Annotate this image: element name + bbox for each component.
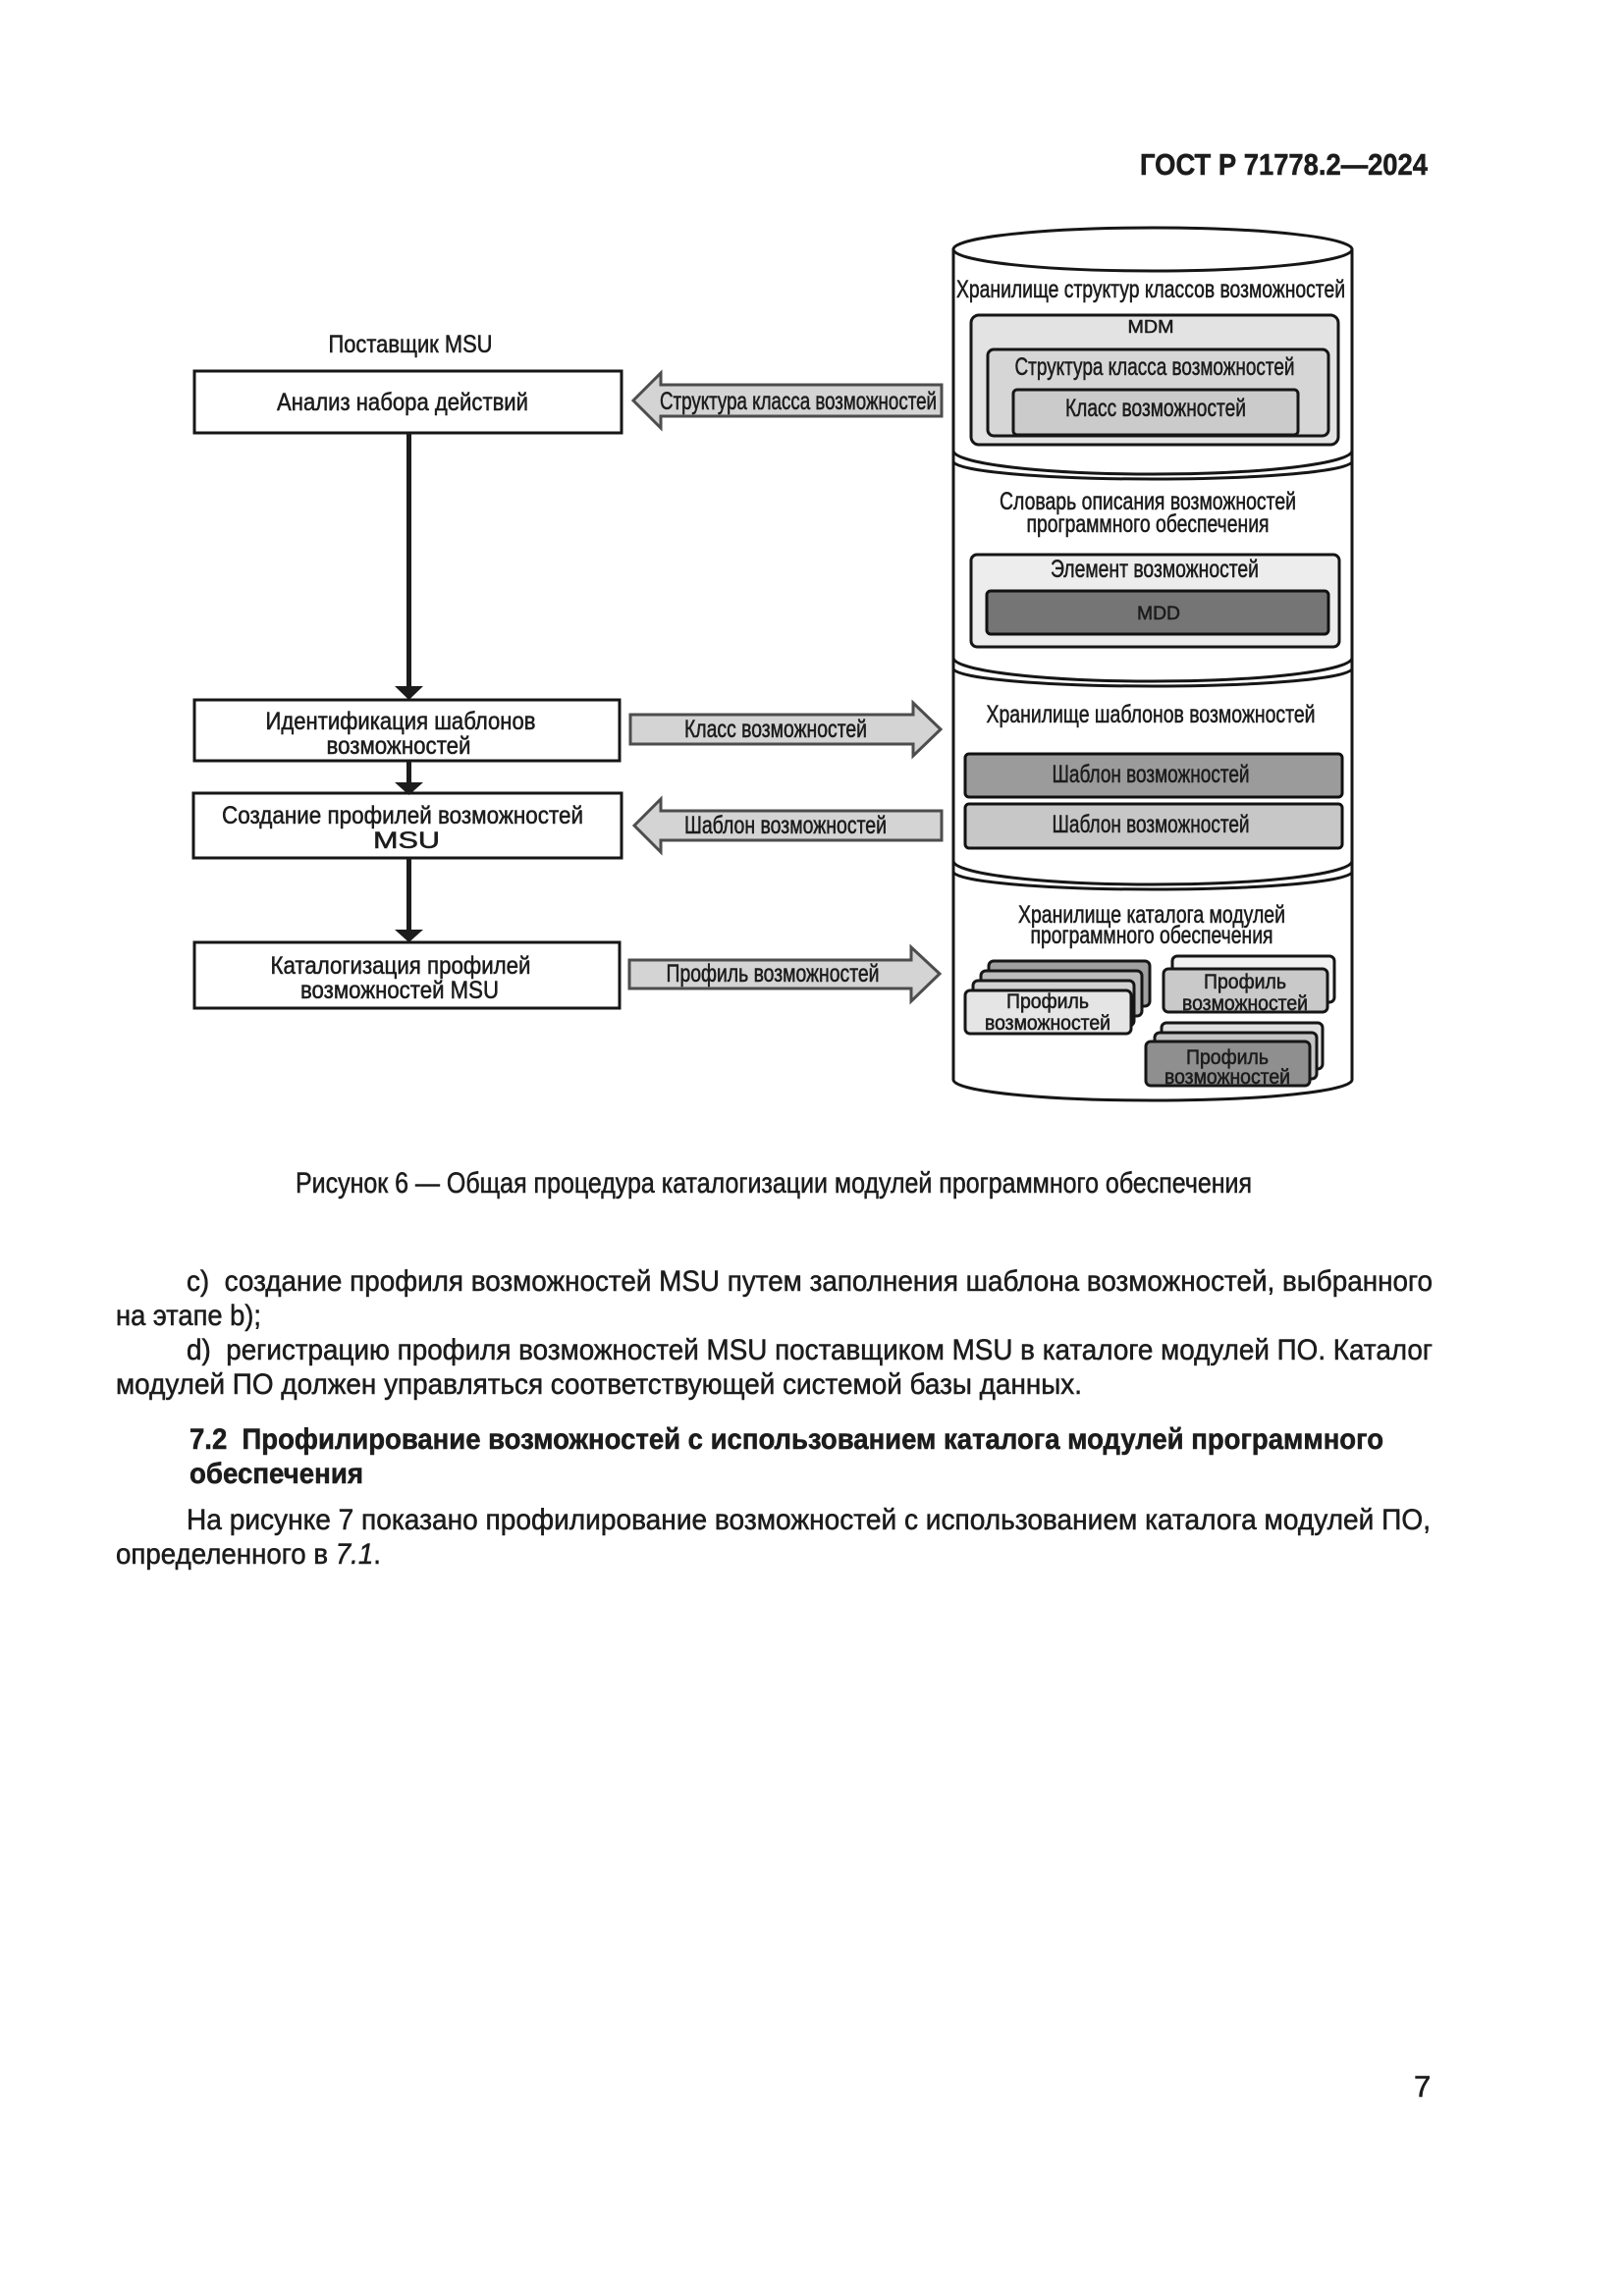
svg-text:определенного в 7.1.: определенного в 7.1.: [116, 1538, 381, 1571]
svg-text:Шаблон возможностей: Шаблон возможностей: [1053, 811, 1250, 838]
svg-text:Шаблон возможностей: Шаблон возможностей: [1053, 761, 1250, 788]
svg-text:Шаблон возможностей: Шаблон возможностей: [684, 812, 887, 839]
svg-text:возможностей: возможностей: [327, 732, 471, 760]
svg-text:Анализ набора действий: Анализ набора действий: [277, 389, 528, 416]
svg-text:Класс возможностей: Класс возможностей: [1065, 395, 1246, 422]
svg-text:7.2 Профилирование возможност: 7.2 Профилирование возможностей с исполь…: [189, 1423, 1383, 1456]
svg-text:Рисунок 6 — Общая процедура ка: Рисунок 6 — Общая процедура каталогизаци…: [296, 1167, 1252, 1200]
svg-text:ГОСТ Р 71778.2—2024: ГОСТ Р 71778.2—2024: [1140, 147, 1429, 182]
svg-text:возможностей: возможностей: [985, 1012, 1110, 1035]
svg-text:возможностей: возможностей: [1182, 992, 1308, 1015]
svg-text:Хранилище шаблонов возможносте: Хранилище шаблонов возможностей: [987, 701, 1316, 728]
svg-text:Класс возможностей: Класс возможностей: [684, 716, 867, 743]
svg-text:Структура класса возможностей: Структура класса возможностей: [1015, 353, 1295, 381]
svg-text:MDM: MDM: [1128, 317, 1174, 337]
svg-text:Каталогизация профилей: Каталогизация профилей: [271, 952, 531, 980]
svg-text:c) создание профиля возможнос: c) создание профиля возможностей MSU пут…: [187, 1265, 1433, 1298]
svg-text:MSU: MSU: [373, 828, 440, 854]
svg-text:возможностей MSU: возможностей MSU: [300, 977, 499, 1004]
svg-text:7: 7: [1414, 2069, 1431, 2104]
svg-text:На рисунке 7 показано профилир: На рисунке 7 показано профилирование воз…: [187, 1504, 1431, 1536]
svg-text:Словарь описания возможностей: Словарь описания возможностей: [1000, 488, 1296, 515]
svg-text:Хранилище структур классов воз: Хранилище структур классов возможностей: [956, 276, 1345, 303]
svg-text:Элемент возможностей: Элемент возможностей: [1051, 556, 1259, 583]
svg-text:Структура класса возможностей: Структура класса возможностей: [660, 388, 937, 415]
svg-text:MDD: MDD: [1137, 604, 1180, 624]
svg-text:Поставщик MSU: Поставщик MSU: [329, 331, 493, 358]
svg-text:Профиль: Профиль: [1186, 1046, 1269, 1069]
svg-text:возможностей: возможностей: [1164, 1066, 1290, 1089]
svg-text:Профиль: Профиль: [1006, 990, 1089, 1013]
svg-text:Профиль: Профиль: [1204, 971, 1286, 993]
svg-text:на этапе b);: на этапе b);: [116, 1300, 261, 1332]
svg-text:модулей ПО должен управляться: модулей ПО должен управляться соответств…: [116, 1368, 1082, 1401]
svg-text:программного обеспечения: программного обеспечения: [1031, 922, 1273, 949]
svg-text:Создание профилей возможностей: Создание профилей возможностей: [222, 802, 583, 829]
svg-text:обеспечения: обеспечения: [189, 1458, 363, 1490]
svg-text:d) регистрацию профиля возмож: d) регистрацию профиля возможностей MSU …: [187, 1334, 1433, 1366]
svg-text:Хранилище каталога модулей: Хранилище каталога модулей: [1018, 901, 1285, 929]
svg-text:Профиль возможностей: Профиль возможностей: [667, 960, 880, 988]
svg-text:Идентификация шаблонов: Идентификация шаблонов: [266, 708, 536, 735]
svg-text:программного обеспечения: программного обеспечения: [1027, 510, 1270, 538]
